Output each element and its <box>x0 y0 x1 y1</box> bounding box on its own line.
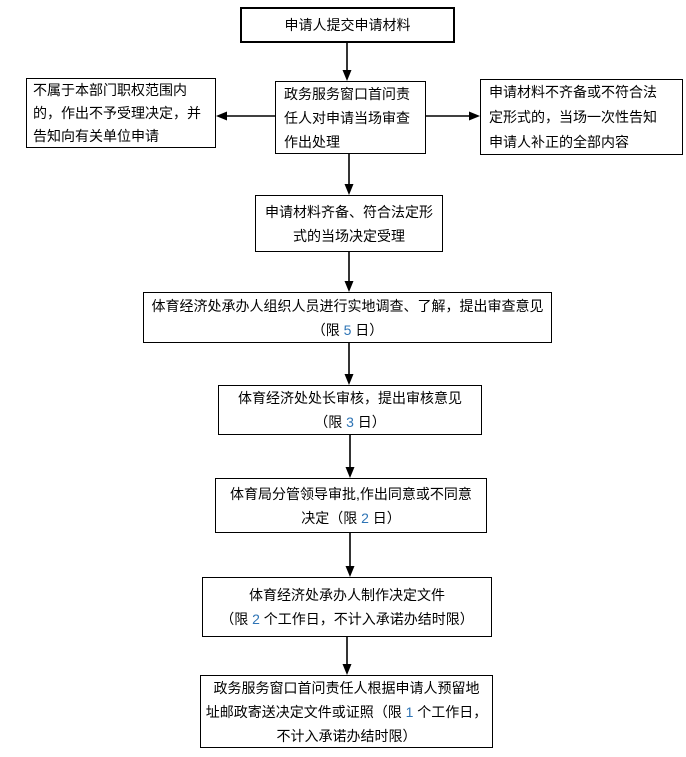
limit-post: 个工作日， <box>413 703 488 720</box>
limit-pre: 址邮政寄送决定文件或证照（限 <box>205 703 406 720</box>
step-text: 申请人提交申请材料 <box>284 17 411 33</box>
step-mail-decision: 政务服务窗口首问责任人根据申请人预留地 址邮政寄送决定文件或证照（限 1 个工作… <box>200 675 493 748</box>
time-limit: （限 5 日） <box>312 318 384 342</box>
arrow-chief-review-to-leader-approval <box>345 435 355 478</box>
limit-pre: 决定（限 <box>301 509 362 526</box>
branch-supplement-materials: 申请材料不齐备或不符合法 定形式的，当场一次性告知 申请人补正的全部内容 <box>480 79 683 155</box>
limit-number: 2 <box>252 611 260 627</box>
arrow-window-to-not-accepted <box>216 111 275 121</box>
step-division-chief-review: 体育经济处处长审核，提出审核意见 （限 3 日） <box>218 385 482 435</box>
step-submit-materials: 申请人提交申请材料 <box>240 7 455 43</box>
limit-post: 日） <box>351 321 384 338</box>
arrow-leader-approval-to-decision-document <box>345 533 355 577</box>
branch-text-line: 申请材料不齐备或不符合法 <box>489 83 657 100</box>
branch-text-line: 的，作出不予受理决定，并 <box>33 104 201 121</box>
arrow-investigation-to-chief-review <box>344 343 354 385</box>
limit-number: 3 <box>346 414 354 430</box>
step-field-investigation: 体育经济处承办人组织人员进行实地调查、了解，提出审查意见 （限 5 日） <box>143 292 552 343</box>
limit-pre: （限 <box>311 321 344 338</box>
arrow-window-to-supplement <box>426 111 480 121</box>
limit-post: 日） <box>353 414 386 430</box>
branch-not-accepted: 不属于本部门职权范围内 的，作出不予受理决定，并 告知向有关单位申请 <box>26 78 216 148</box>
limit-number: 2 <box>361 509 369 526</box>
arrow-submit-to-window <box>342 43 352 81</box>
step-text-line: 体育经济处处长审核，提出审核意见 <box>238 390 462 406</box>
step-text-line: 式的当场决定受理 <box>293 227 405 244</box>
step-text-line: 体育局分管领导审批,作出同意或不同意 <box>230 485 472 502</box>
branch-text-line: 告知向有关单位申请 <box>33 127 159 144</box>
step-text-line: 作出处理 <box>284 133 340 150</box>
arrow-decision-document-to-mail <box>342 637 352 675</box>
limit-pre: （限 <box>220 611 253 627</box>
step-text-line: 体育经济处承办人制作决定文件 <box>249 587 445 603</box>
time-limit: 决定（限 2 日） <box>301 506 401 530</box>
branch-text-line: 申请人补正的全部内容 <box>489 133 629 150</box>
arrow-window-to-accept <box>344 154 354 195</box>
step-window-review: 政务服务窗口首问责 任人对申请当场审查 作出处理 <box>275 81 426 154</box>
step-text-line: 体育经济处承办人组织人员进行实地调查、了解，提出审查意见 <box>151 297 544 314</box>
step-text-line: 不计入承诺办结时限） <box>276 727 417 744</box>
limit-pre: （限 <box>314 414 347 430</box>
step-text-line: 址邮政寄送决定文件或证照（限 1 个工作日， <box>206 700 488 724</box>
limit-number: 1 <box>405 703 414 720</box>
step-text-line: 政务服务窗口首问责 <box>284 85 410 102</box>
step-make-decision-document: 体育经济处承办人制作决定文件 （限 2 个工作日，不计入承诺办结时限） <box>202 577 492 637</box>
limit-post: 个工作日，不计入承诺办结时限） <box>259 611 474 627</box>
step-text-line: 政务服务窗口首问责任人根据申请人预留地 <box>213 679 480 696</box>
time-limit: （限 2 个工作日，不计入承诺办结时限） <box>220 607 474 631</box>
limit-number: 5 <box>343 321 352 338</box>
arrow-accept-to-investigation <box>344 252 354 292</box>
time-limit: （限 3 日） <box>314 410 386 434</box>
branch-text-line: 定形式的，当场一次性告知 <box>489 108 657 125</box>
step-text-line: 申请材料齐备、符合法定形 <box>265 203 433 220</box>
step-leader-approval: 体育局分管领导审批,作出同意或不同意 决定（限 2 日） <box>215 478 487 533</box>
limit-post: 日） <box>368 509 401 526</box>
branch-text-line: 不属于本部门职权范围内 <box>33 81 187 98</box>
step-accept-application: 申请材料齐备、符合法定形 式的当场决定受理 <box>255 195 443 252</box>
step-text-line: 任人对申请当场审查 <box>284 109 410 126</box>
